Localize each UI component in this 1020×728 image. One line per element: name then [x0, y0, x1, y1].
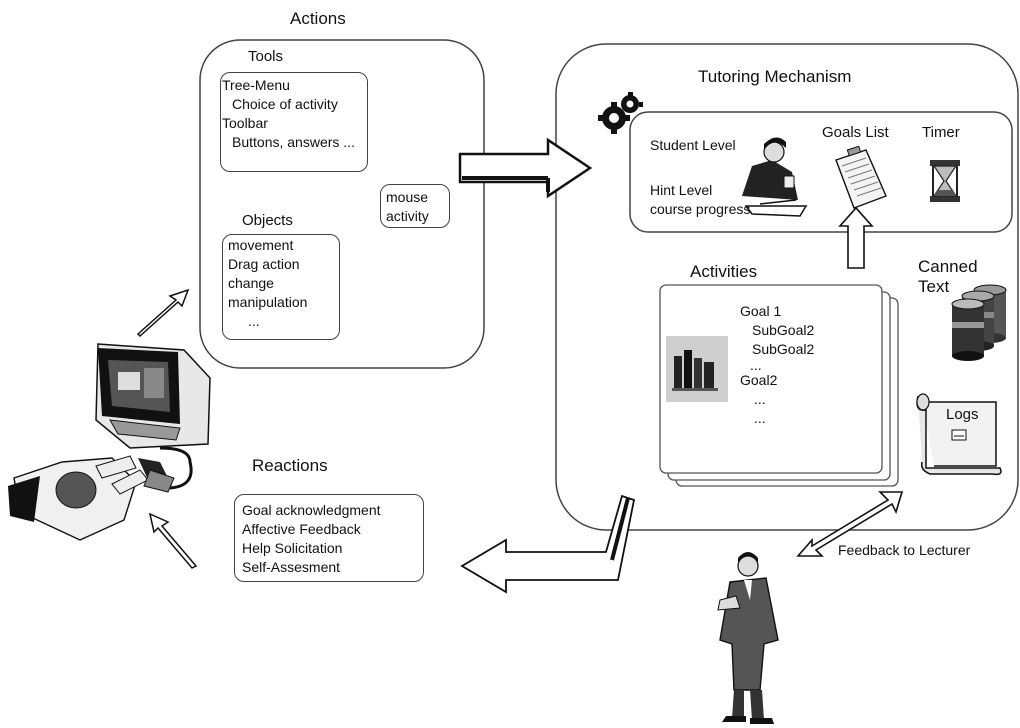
- tools-list: Tree-Menu Choice of activity Toolbar But…: [222, 76, 355, 152]
- objects-title: Objects: [242, 212, 293, 229]
- activities-title: Activities: [690, 262, 758, 281]
- tools-item: Buttons, answers ...: [232, 134, 355, 150]
- feedback-to-lecturer-label: Feedback to Lecturer: [838, 542, 971, 558]
- tutoring-inner-box: [629, 111, 1013, 233]
- tutoring-container: [555, 43, 1019, 531]
- mouse-activity-line: activity: [386, 208, 429, 224]
- tools-title: Tools: [248, 48, 284, 65]
- student-topdown-icon: [8, 455, 175, 541]
- objects-item: manipulation: [228, 294, 308, 310]
- tools-item: Choice of activity: [232, 96, 338, 112]
- tools-box: [220, 72, 368, 172]
- activities-list: Goal 1 SubGoal2 SubGoal2 ... Goal2 ... .…: [740, 302, 814, 428]
- activity-ellipsis: ...: [754, 391, 766, 407]
- activity-subgoal: SubGoal2: [752, 322, 815, 338]
- tutoring-title: Tutoring Mechanism: [698, 67, 852, 86]
- objects-item: ...: [248, 313, 260, 329]
- canned-text-line: Text: [918, 277, 950, 296]
- arrow-to-tutoring: [458, 137, 593, 199]
- reactions-box: [234, 494, 424, 582]
- student-at-desk-icon: [742, 137, 808, 217]
- computer-icon: [95, 343, 211, 490]
- activity-goal: Goal 1: [740, 303, 782, 319]
- books-icon: [666, 336, 728, 402]
- activity-ellipsis: ...: [754, 410, 766, 426]
- mouse-activity-label: mouse activity: [386, 188, 429, 226]
- actions-container: [199, 39, 485, 369]
- reaction-item: Goal acknowledgment: [242, 502, 381, 518]
- activity-ellipsis: ...: [750, 357, 762, 373]
- course-progress-label: course progress: [650, 201, 751, 217]
- objects-list: movement Drag action change manipulation…: [228, 236, 307, 331]
- activities-sheet-front: [659, 284, 883, 474]
- goals-list-label: Goals List: [822, 124, 889, 141]
- reaction-item: Help Solicitation: [242, 540, 343, 556]
- reaction-item: Affective Feedback: [242, 521, 361, 537]
- timer-label: Timer: [922, 124, 960, 141]
- mouse-activity-box: [380, 184, 450, 228]
- actions-title: Actions: [290, 9, 346, 28]
- tools-item: Toolbar: [222, 115, 268, 131]
- clipboard-list-icon: [835, 145, 887, 209]
- canned-text-label: Canned Text: [918, 257, 978, 297]
- mouse-activity-line: mouse: [386, 189, 429, 205]
- reaction-item: Self-Assesment: [242, 559, 341, 575]
- gears-icon: [598, 92, 643, 134]
- objects-item: Drag action: [228, 256, 300, 272]
- arrow-student-to-actions: [136, 288, 190, 338]
- objects-item: movement: [228, 237, 294, 253]
- hourglass-timer-icon: [930, 160, 960, 202]
- arrow-feedback-lecturer: [796, 491, 904, 557]
- logs-label: Logs: [946, 406, 979, 423]
- objects-item: change: [228, 275, 274, 291]
- reactions-title: Reactions: [252, 456, 328, 475]
- database-cylinders-icon: [951, 284, 1007, 361]
- hint-level-label: Hint Level: [650, 182, 713, 198]
- arrow-reactions-to-student: [148, 512, 198, 569]
- objects-box: [222, 234, 340, 340]
- student-level-label: Student Level: [650, 137, 736, 153]
- arrow-activities-to-goals: [838, 206, 874, 269]
- activity-goal: Goal2: [740, 372, 778, 388]
- tools-item: Tree-Menu: [222, 77, 290, 93]
- scroll-logs-icon: [916, 393, 1002, 476]
- canned-text-line: Canned: [918, 257, 978, 276]
- lecturer-icon: [717, 552, 779, 724]
- reactions-list: Goal acknowledgment Affective Feedback H…: [242, 501, 381, 577]
- arrow-to-reactions: [460, 494, 636, 594]
- activity-subgoal: SubGoal2: [752, 341, 815, 357]
